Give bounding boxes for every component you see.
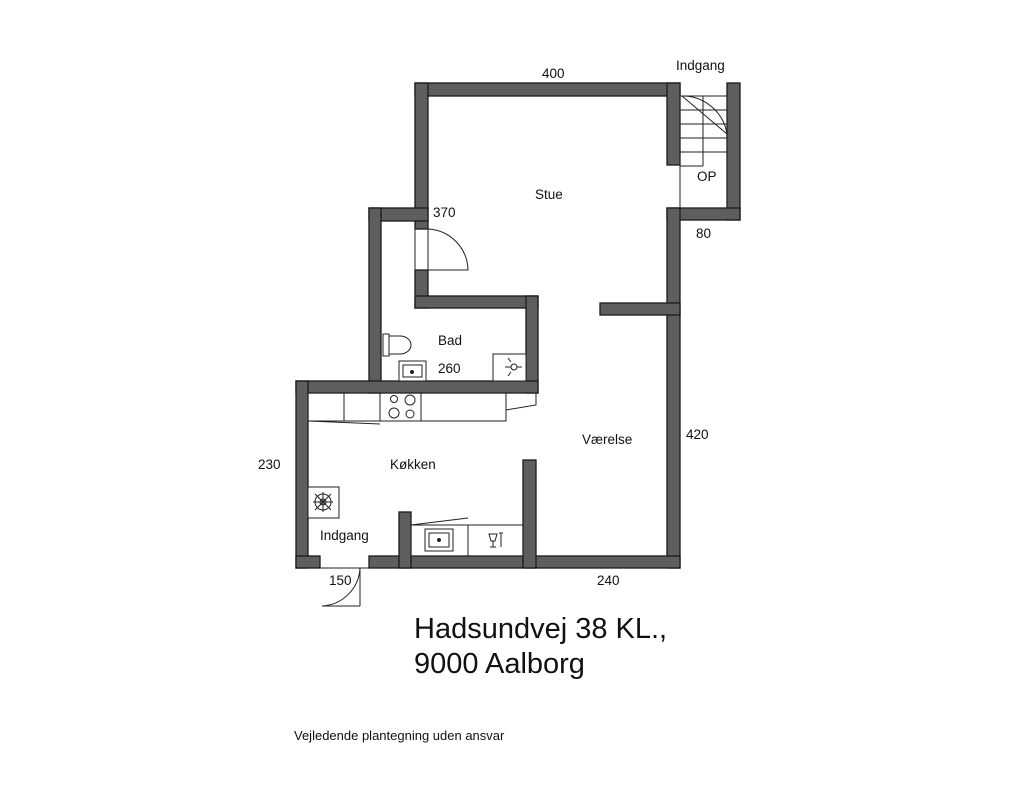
dimension-right: 420 (686, 427, 709, 442)
bathroom-fixtures (382, 333, 527, 382)
burner (404, 394, 416, 406)
wall-stair-right (726, 82, 741, 221)
staircase (679, 95, 728, 209)
burner (388, 407, 400, 419)
wall-top (414, 82, 681, 97)
wall-bath-right (525, 295, 539, 394)
room-label-stue: Stue (535, 187, 563, 202)
room-label-indgang-top: Indgang (676, 58, 725, 73)
dimension-top: 400 (542, 66, 565, 81)
stair-label-op: OP (697, 169, 717, 184)
disclaimer: Vejledende plantegning uden ansvar (294, 728, 505, 743)
walls (295, 82, 741, 569)
burner (405, 409, 415, 419)
fireplace-icon (307, 486, 340, 519)
kitchen-sink (424, 528, 454, 552)
kitchen-counter-top (307, 392, 537, 425)
wall-bottom-left (295, 555, 321, 569)
wall-stub-right (599, 302, 681, 316)
dimension-bottom: 240 (597, 573, 620, 588)
address-line1: Hadsundvej 38 KL., (414, 613, 668, 645)
wall-stub-vaerelse (522, 459, 537, 569)
dimension-left: 230 (258, 457, 281, 472)
address-block: Hadsundvej 38 KL., 9000 Aalborg (414, 612, 667, 682)
dimension-door: 150 (329, 573, 352, 588)
room-label-bad: Bad (438, 333, 462, 348)
wall-bath-top (414, 295, 539, 309)
cutlery-icon (499, 532, 503, 547)
toilet-tank (382, 333, 390, 357)
toilet-bowl (388, 335, 412, 355)
wall-stub-kitchen (398, 511, 412, 569)
wall-kitchen-top (295, 380, 539, 394)
wall-left-lower (295, 380, 309, 569)
wall-right (666, 207, 681, 569)
wall-notch-left (368, 207, 382, 394)
entrance-door (320, 567, 369, 607)
room-label-indgang-bottom: Indgang (320, 528, 369, 543)
address-line2: 9000 Aalborg (414, 648, 585, 680)
kitchen-counter-bottom (410, 517, 524, 557)
wall-stair-left (666, 82, 681, 166)
wall-left-upper (414, 82, 429, 230)
dimension-stair: 80 (696, 226, 711, 241)
room-label-vaerelse: Værelse (582, 432, 632, 447)
burner (390, 395, 398, 403)
room-label-kokken: Køkken (390, 457, 436, 472)
hall-door (414, 228, 469, 271)
dimension-hall: 370 (433, 205, 456, 220)
dimension-bad: 260 (438, 361, 461, 376)
glass-icon (488, 533, 498, 548)
